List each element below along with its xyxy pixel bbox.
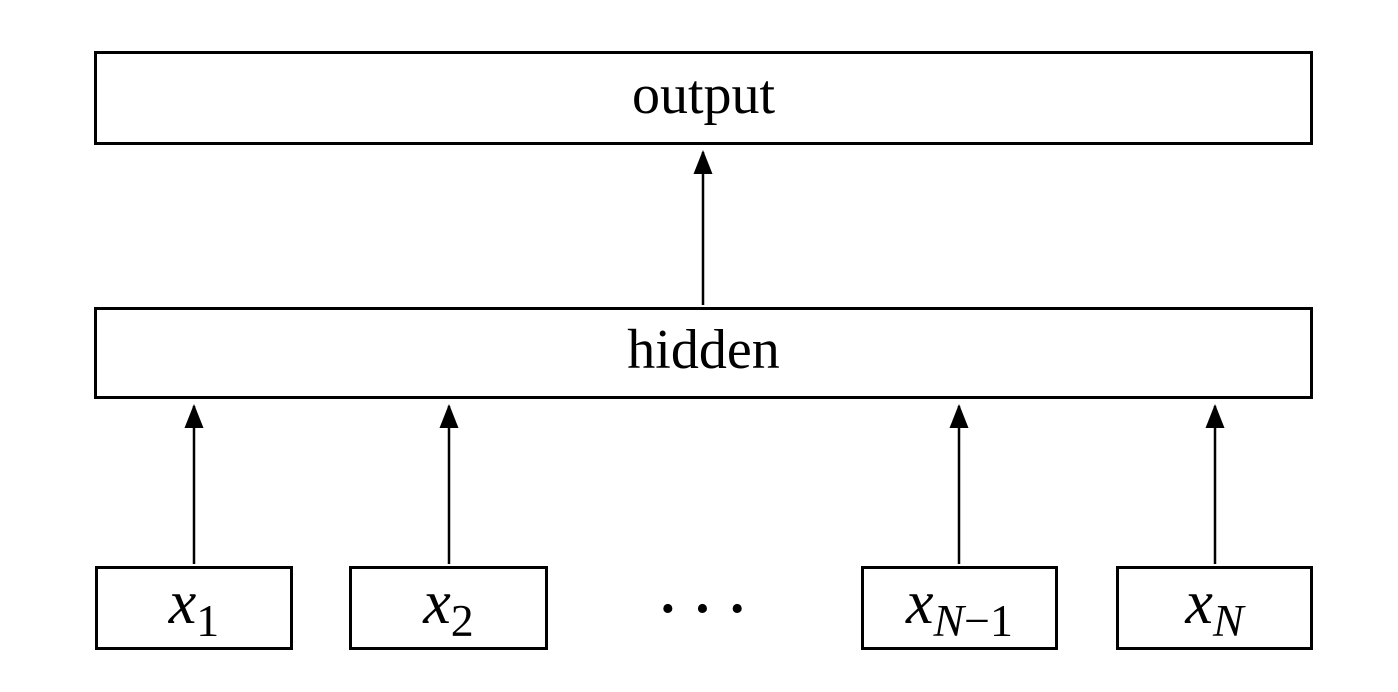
input-xn1-sub-plain: −1 <box>964 594 1013 646</box>
input-x2-base: x <box>423 569 451 637</box>
input-label-xn-minus-1: xN−1 <box>906 572 1013 644</box>
input-box-x2: x2 <box>349 566 548 650</box>
output-layer-label: output <box>631 64 776 126</box>
input-label-xn: xN <box>1185 572 1243 644</box>
input-label-x1: x1 <box>169 572 219 644</box>
input-ellipsis: · · · <box>658 578 748 640</box>
output-layer-box: output <box>94 51 1313 145</box>
input-xn-base: x <box>1185 569 1213 637</box>
hidden-layer-box: hidden <box>94 307 1313 399</box>
input-xn1-sub-italic: N <box>933 594 965 646</box>
hidden-layer-label: hidden <box>627 319 780 381</box>
input-x2-sub-plain: 2 <box>450 594 474 646</box>
input-x1-base: x <box>168 569 197 637</box>
input-xn1-base: x <box>906 569 934 637</box>
input-label-x2: x2 <box>423 572 473 644</box>
input-box-x1: x1 <box>95 566 293 650</box>
input-x1-sub-plain: 1 <box>196 594 220 646</box>
input-xn-sub-italic: N <box>1212 594 1244 646</box>
input-box-xn-minus-1: xN−1 <box>861 566 1058 650</box>
input-box-xn: xN <box>1116 566 1313 650</box>
